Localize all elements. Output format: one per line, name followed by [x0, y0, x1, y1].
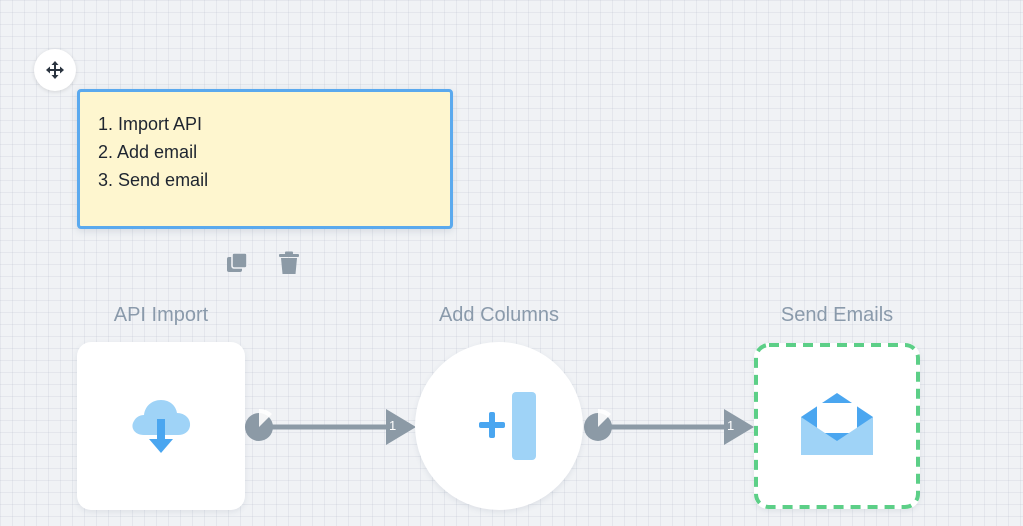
node-label-add-columns: Add Columns: [438, 304, 560, 326]
node-send-emails[interactable]: [754, 343, 920, 509]
open-envelope-icon: [801, 393, 873, 455]
node-api-import[interactable]: [77, 342, 245, 510]
node-label-send-emails: Send Emails: [780, 304, 894, 326]
move-handle-button[interactable]: [34, 49, 76, 91]
move-arrows-icon: [46, 61, 64, 79]
sticky-note[interactable]: 1. Import API 2. Add email 3. Send email: [77, 89, 453, 229]
node-add-columns[interactable]: [415, 342, 583, 510]
output-port[interactable]: [245, 408, 273, 441]
connection-count: 1: [389, 418, 397, 433]
note-line: 2. Add email: [98, 142, 198, 162]
note-line: 1. Import API: [98, 114, 203, 134]
note-line: 3. Send email: [98, 170, 209, 190]
arrow-head: [724, 409, 754, 445]
selection-outline: [754, 343, 920, 509]
cloud-download-icon: [132, 400, 191, 453]
connection-count: 1: [727, 418, 735, 433]
trash-icon: [279, 251, 299, 274]
delete-note-button[interactable]: [276, 250, 302, 276]
add-column-icon: [479, 392, 536, 460]
note-actions: [224, 250, 302, 276]
arrow-head: [386, 409, 416, 445]
node-label-api-import: API Import: [113, 304, 209, 326]
copy-icon: [227, 252, 248, 272]
output-port[interactable]: [584, 408, 612, 441]
duplicate-note-button[interactable]: [224, 250, 250, 276]
